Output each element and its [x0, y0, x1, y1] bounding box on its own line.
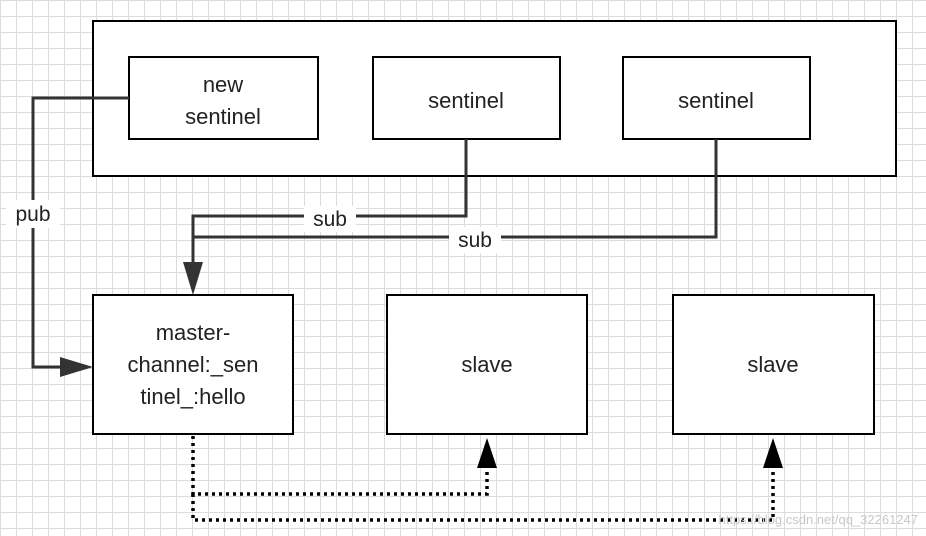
new-sentinel-label-line2: sentinel — [185, 104, 261, 129]
sentinel-1-label: sentinel — [428, 88, 504, 113]
sentinel-2-label: sentinel — [678, 88, 754, 113]
sub-label-1: sub — [313, 208, 347, 231]
channel-label-line3: tinel_:hello — [140, 384, 245, 409]
sub-label-2: sub — [458, 229, 492, 252]
slave-2-label: slave — [747, 352, 798, 377]
slave-1-label: slave — [461, 352, 512, 377]
dotted-arrowhead-1 — [477, 438, 497, 468]
channel-label-line2: channel:_sen — [128, 352, 259, 377]
sub-edge-2: sub — [193, 139, 718, 253]
dotted-edge-slave-2 — [191, 438, 783, 522]
pub-label: pub — [15, 203, 50, 226]
sub-edge-1: sub — [191, 139, 468, 263]
new-sentinel-label-line1: new — [203, 72, 243, 97]
slave-node-2: slave — [672, 294, 875, 435]
sentinel-node-2: sentinel — [622, 56, 811, 140]
dotted-arrowhead-2 — [763, 438, 783, 468]
slave-node-1: slave — [386, 294, 588, 435]
sub-arrowhead — [183, 262, 203, 295]
pub-edge: pub — [6, 96, 129, 377]
pub-arrowhead — [60, 357, 93, 377]
new-sentinel-node: new sentinel — [128, 56, 319, 140]
dotted-edge-slave-1 — [191, 436, 497, 496]
sentinel-node-1: sentinel — [372, 56, 561, 140]
channel-label-line1: master- — [156, 320, 231, 345]
watermark-text: https://blog.csdn.net/qq_32261247 — [719, 512, 919, 527]
hello-channel-node: master- channel:_sen tinel_:hello — [92, 294, 294, 435]
